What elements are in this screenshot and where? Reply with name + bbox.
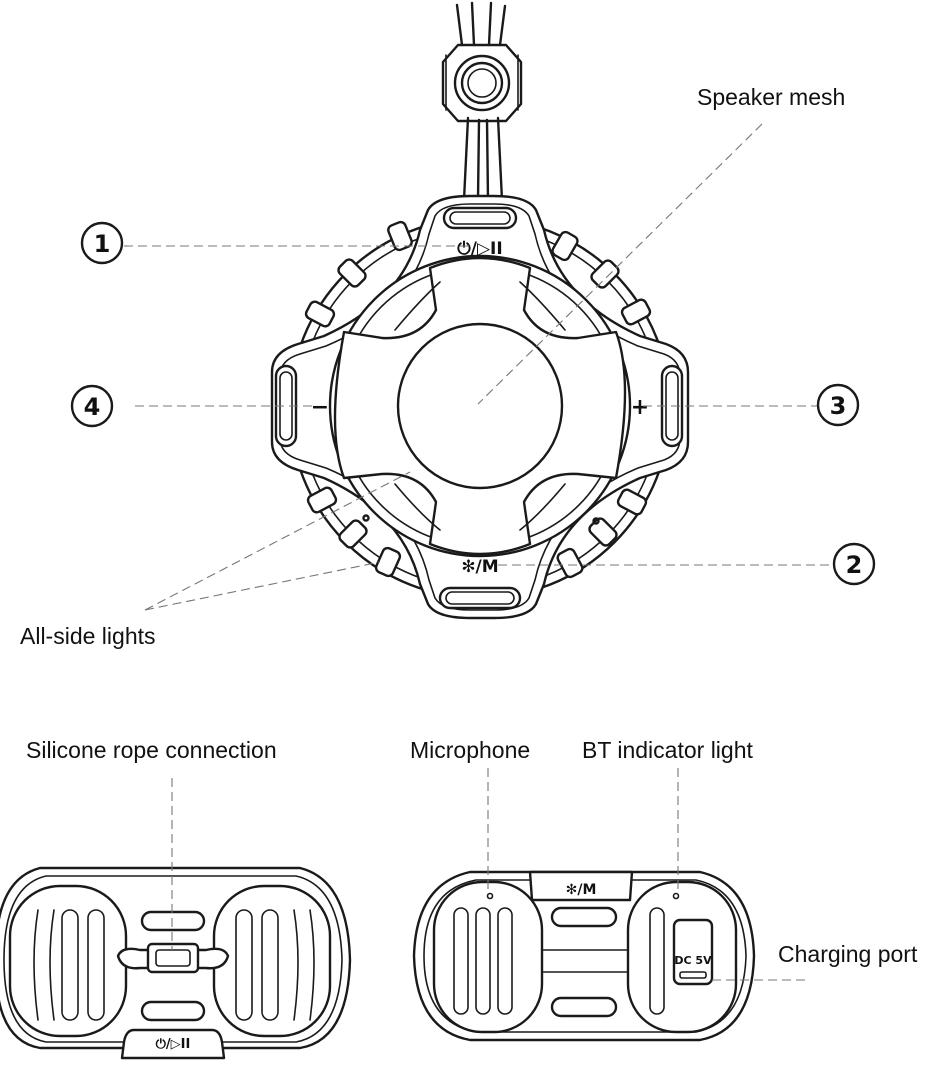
side-view-left: ⏻/▷II Silicone rope connection (0, 737, 352, 1060)
minus-symbol: − (311, 395, 329, 420)
top-leader-lines (124, 123, 830, 611)
button-volume-up[interactable]: + (631, 395, 649, 420)
callout-4-number: 4 (84, 393, 101, 421)
side-power-play-symbol: ⏻/▷II (156, 1037, 191, 1052)
speaker-mesh-label: Speaker mesh (697, 84, 845, 110)
silicone-rope-label: Silicone rope connection (26, 737, 277, 763)
speaker-mesh-area (328, 254, 632, 558)
bt-indicator-label: BT indicator light (582, 737, 753, 763)
all-side-lights-label: All-side lights (20, 623, 156, 649)
top-view: ⏻/▷II ✻/M + − 1 4 (20, 1, 876, 649)
plus-symbol: + (631, 395, 649, 420)
dc-5v-marking: DC 5V (674, 954, 712, 967)
callout-3: 3 (816, 383, 860, 427)
callout-4: 4 (70, 384, 114, 428)
rope-connector (116, 942, 230, 974)
callout-1: 1 (80, 221, 124, 265)
side-view-right: ✻/M DC 5V Microphone BT indicator light … (410, 737, 918, 1042)
callout-2-number: 2 (846, 551, 863, 579)
silicone-rope (455, 1, 507, 202)
side-light-tabs (304, 220, 652, 579)
microphone-label: Microphone (410, 737, 530, 763)
callout-1-number: 1 (94, 230, 111, 258)
charging-port-label: Charging port (778, 941, 918, 967)
button-volume-down[interactable]: − (311, 395, 329, 420)
button-light-mode[interactable]: ✻/M (461, 557, 498, 577)
callout-3-number: 3 (830, 392, 847, 420)
charging-port: DC 5V (672, 918, 714, 986)
button-power-play[interactable]: ⏻/▷II (457, 239, 502, 259)
rope-ring (441, 43, 523, 123)
callout-2: 2 (832, 542, 876, 586)
light-mode-symbol: ✻/M (461, 557, 498, 577)
side-light-mode-symbol: ✻/M (566, 882, 597, 898)
power-play-symbol: ⏻/▷II (457, 239, 502, 259)
